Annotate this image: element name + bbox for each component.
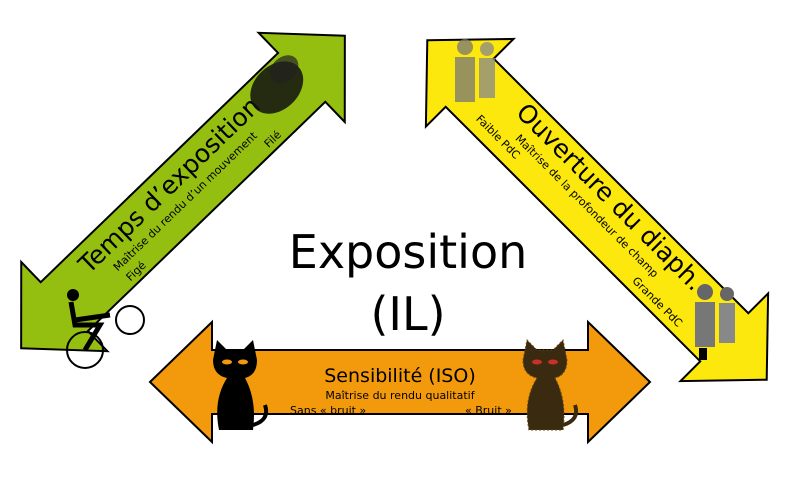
clean-cat-icon bbox=[213, 340, 269, 430]
iso-title: Sensibilité (ISO) bbox=[324, 365, 476, 387]
noisy-cat-icon bbox=[522, 338, 579, 431]
iso-right-label: « Bruit » bbox=[465, 404, 512, 417]
center-title: Exposition bbox=[289, 225, 528, 279]
time-arrow: Temps d’exposition Maîtrise du rendu d’u… bbox=[20, 31, 346, 353]
iso-subtitle: Maîtrise du rendu qualitatif bbox=[325, 389, 475, 402]
cyclist-icon bbox=[66, 289, 145, 369]
aperture-arrow-shape bbox=[424, 37, 770, 383]
sharp-people-icon bbox=[695, 284, 735, 360]
center-subtitle: (IL) bbox=[370, 287, 445, 341]
iso-left-label: Sans « bruit » bbox=[290, 404, 366, 417]
blurred-cyclist-icon bbox=[250, 55, 304, 114]
iso-arrow: Sensibilité (ISO) Maîtrise du rendu qual… bbox=[148, 319, 652, 445]
blurred-people-icon bbox=[455, 39, 495, 102]
